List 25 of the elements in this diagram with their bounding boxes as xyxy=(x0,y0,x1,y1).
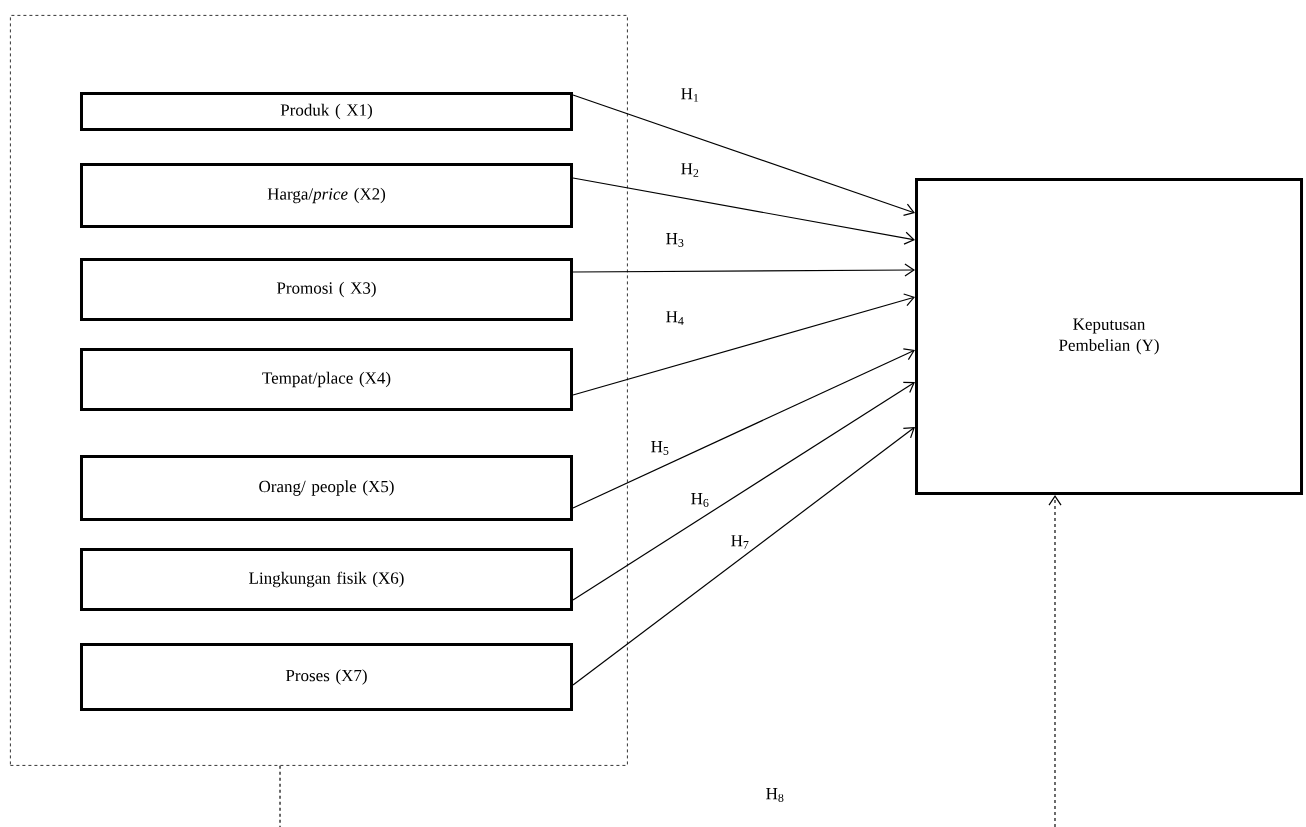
edge-label: H$_{7}$ xyxy=(729,534,751,550)
arrow xyxy=(572,381,915,601)
variable-box: Produk ( X1) xyxy=(80,92,573,131)
variable-box: Promosi ( X3) xyxy=(80,258,573,321)
arrow xyxy=(1048,495,1062,827)
arrow xyxy=(572,427,915,686)
arrow xyxy=(572,348,915,509)
edge-label: H$_{3}$ xyxy=(664,232,686,248)
arrow xyxy=(572,177,915,245)
edge-label: H$_{2}$ xyxy=(679,162,701,178)
variable-box: Lingkungan fisik (X6) xyxy=(80,548,573,611)
edge-label: H$_{1}$ xyxy=(679,87,701,103)
arrow xyxy=(572,293,915,396)
variable-box: Orang/ people (X5) xyxy=(80,455,573,521)
variable-box: Harga/price (X2) xyxy=(80,163,573,228)
variable-box: Proses (X7) xyxy=(80,643,573,711)
edge-label: H$_{6}$ xyxy=(689,492,711,508)
group-frame xyxy=(10,15,628,766)
variable-box: Keputusan Pembelian (Y) xyxy=(915,178,1303,495)
edge-label: H$_{4}$ xyxy=(664,310,686,326)
edge-label: H$_{5}$ xyxy=(649,440,671,456)
arrow xyxy=(572,263,915,277)
arrow xyxy=(572,94,915,216)
variable-box: Tempat/place (X4) xyxy=(80,348,573,411)
hypothesis-label: H$_{8}$ xyxy=(766,788,784,802)
